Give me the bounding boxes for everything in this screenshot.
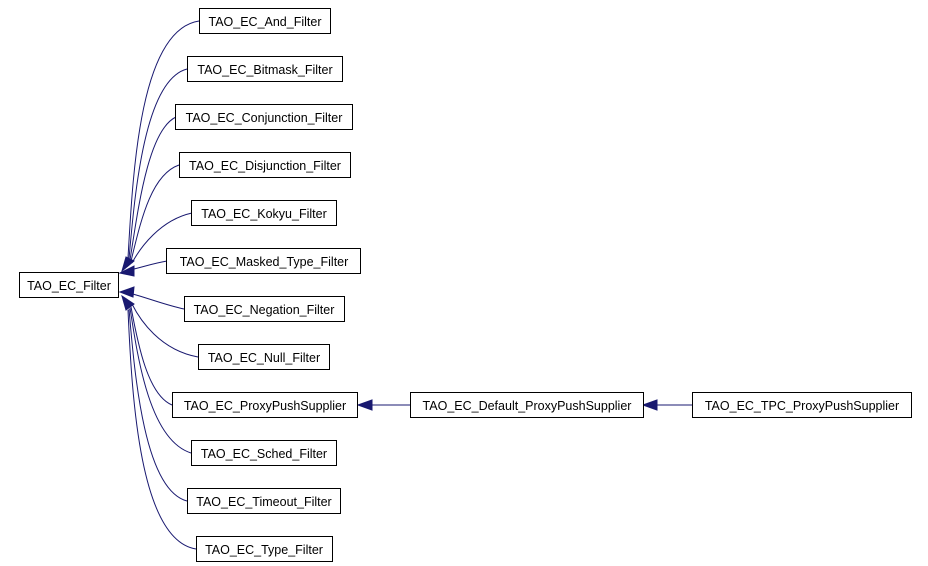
node-box <box>199 8 331 34</box>
node-label: TAO_EC_ProxyPushSupplier <box>184 399 346 413</box>
edge-null-filter <box>131 303 199 358</box>
node-label: TAO_EC_TPC_ProxyPushSupplier <box>705 399 899 413</box>
edge-kokyu-filter <box>131 212 193 264</box>
edge-disjunction-filter <box>130 164 180 262</box>
node-label: TAO_EC_Masked_Type_Filter <box>180 255 349 269</box>
edge-and-filter <box>127 20 200 259</box>
node-proxy-push-supplier[interactable]: TAO_EC_ProxyPushSupplier <box>172 392 358 418</box>
node-label: TAO_EC_Timeout_Filter <box>196 495 331 509</box>
node-disjunction-filter[interactable]: TAO_EC_Disjunction_Filter <box>179 152 351 178</box>
edge-conjunction-filter <box>129 116 177 261</box>
node-label: TAO_EC_Kokyu_Filter <box>201 207 327 221</box>
arrowhead-middle-upper <box>118 265 135 277</box>
node-box <box>198 344 330 370</box>
edge-type-filter <box>127 309 197 550</box>
node-box <box>172 392 358 418</box>
node-label: TAO_EC_Filter <box>27 279 111 293</box>
node-tpc-proxy-push-supplier[interactable]: TAO_EC_TPC_ProxyPushSupplier <box>692 392 912 418</box>
node-default-proxy-push-supplier[interactable]: TAO_EC_Default_ProxyPushSupplier <box>410 392 644 418</box>
edges <box>127 20 692 550</box>
arrowhead-default-proxy-push-supplier <box>641 399 658 411</box>
node-box <box>175 104 353 130</box>
node-box <box>692 392 912 418</box>
node-and-filter[interactable]: TAO_EC_And_Filter <box>199 8 331 34</box>
node-label: TAO_EC_Negation_Filter <box>194 303 335 317</box>
edge-masked-type-filter <box>128 260 168 271</box>
node-label: TAO_EC_Bitmask_Filter <box>197 63 332 77</box>
edge-timeout-filter <box>128 308 188 502</box>
edge-bitmask-filter <box>128 68 188 260</box>
node-box <box>187 56 343 82</box>
node-kokyu-filter[interactable]: TAO_EC_Kokyu_Filter <box>191 200 337 226</box>
node-filter[interactable]: TAO_EC_Filter <box>19 272 119 298</box>
arrowhead-middle-lower <box>118 286 135 298</box>
arrowheads <box>118 256 658 411</box>
node-box <box>191 200 337 226</box>
node-box <box>166 248 361 274</box>
node-box <box>184 296 345 322</box>
node-negation-filter[interactable]: TAO_EC_Negation_Filter <box>184 296 345 322</box>
node-masked-type-filter[interactable]: TAO_EC_Masked_Type_Filter <box>166 248 361 274</box>
node-label: TAO_EC_Disjunction_Filter <box>189 159 341 173</box>
node-label: TAO_EC_Null_Filter <box>208 351 320 365</box>
edge-proxy-push-supplier <box>130 306 173 406</box>
node-label: TAO_EC_Conjunction_Filter <box>186 111 343 125</box>
node-label: TAO_EC_Sched_Filter <box>201 447 327 461</box>
node-box <box>179 152 351 178</box>
node-box <box>191 440 337 466</box>
node-null-filter[interactable]: TAO_EC_Null_Filter <box>198 344 330 370</box>
arrowhead-upper <box>121 256 135 273</box>
arrowhead-lower <box>121 294 135 311</box>
arrowhead-proxy-push-supplier <box>356 399 373 411</box>
nodes: TAO_EC_Filter TAO_EC_And_Filter TAO_EC_B… <box>19 8 912 562</box>
edge-sched-filter <box>129 307 192 454</box>
node-box <box>196 536 333 562</box>
edge-negation-filter <box>128 292 185 310</box>
node-timeout-filter[interactable]: TAO_EC_Timeout_Filter <box>187 488 341 514</box>
node-box <box>19 272 119 298</box>
node-type-filter[interactable]: TAO_EC_Type_Filter <box>196 536 333 562</box>
node-label: TAO_EC_And_Filter <box>208 15 321 29</box>
node-box <box>410 392 644 418</box>
node-label: TAO_EC_Type_Filter <box>205 543 323 557</box>
node-bitmask-filter[interactable]: TAO_EC_Bitmask_Filter <box>187 56 343 82</box>
node-box <box>187 488 341 514</box>
node-label: TAO_EC_Default_ProxyPushSupplier <box>423 399 632 413</box>
node-sched-filter[interactable]: TAO_EC_Sched_Filter <box>191 440 337 466</box>
node-conjunction-filter[interactable]: TAO_EC_Conjunction_Filter <box>175 104 353 130</box>
